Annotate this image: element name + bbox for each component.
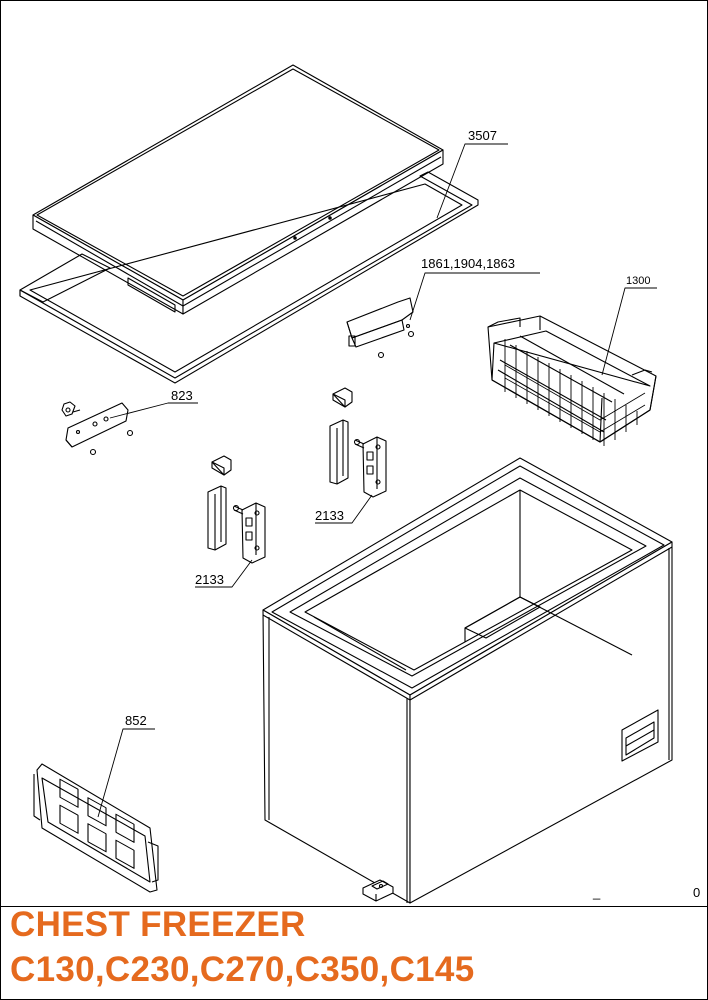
lid-part <box>32 64 444 315</box>
footer-mark: _ <box>593 885 601 900</box>
title-line-1: CHEST FREEZER <box>10 905 306 944</box>
callout-basket: 1300 <box>626 275 650 287</box>
callout-divider: 852 <box>125 713 147 728</box>
gasket-part <box>19 171 479 384</box>
handle-part <box>346 297 415 359</box>
exploded-view-drawing: 3507 1861,1904,1863 1300 823 2133 2133 8… <box>19 64 673 904</box>
title-divider <box>0 906 708 907</box>
callout-handle: 1861,1904,1863 <box>421 256 515 271</box>
hinge-left-part <box>207 455 266 564</box>
page-number: 0 <box>693 885 701 900</box>
callout-hinge-left: 2133 <box>195 572 224 587</box>
title-line-2: C130,C230,C270,C350,C145 <box>10 950 475 989</box>
lock-part <box>61 401 134 456</box>
callout-hinge-right: 2133 <box>315 508 344 523</box>
divider-part <box>33 763 159 893</box>
basket-part <box>487 315 657 446</box>
callout-lock: 823 <box>171 388 193 403</box>
hinge-right-part <box>329 387 387 498</box>
cabinet-body <box>262 457 673 904</box>
callout-lid: 3507 <box>468 128 497 143</box>
